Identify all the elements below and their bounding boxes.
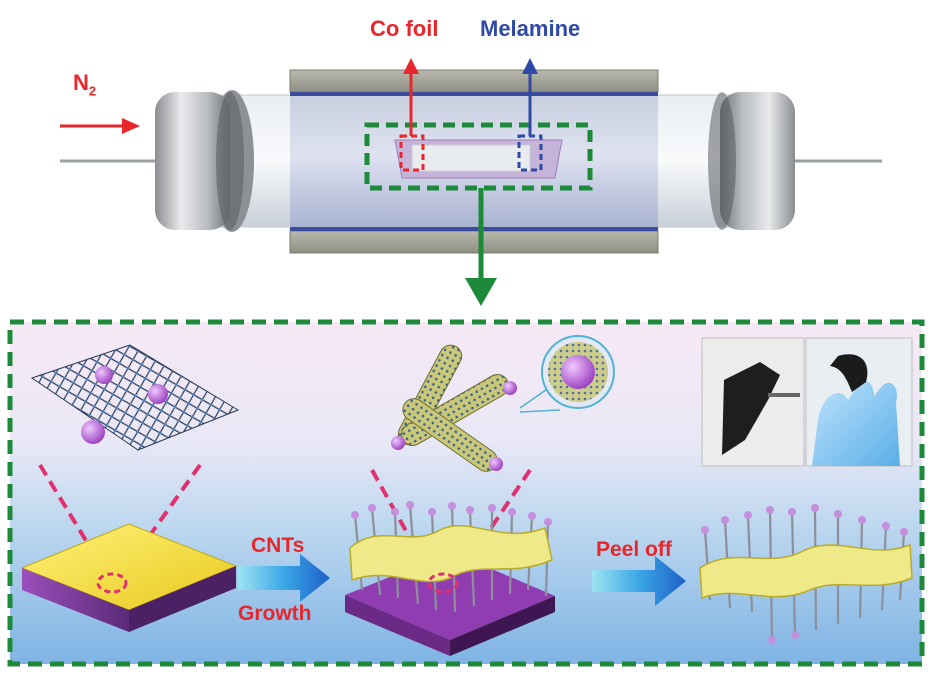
bottom-plate-edge — [290, 227, 658, 231]
growth-label: Growth — [238, 602, 312, 625]
gloved-hand-photo-icon — [805, 337, 913, 467]
peel-off-label: Peel off — [596, 538, 672, 561]
gas-inflow-arrow-head — [122, 118, 140, 134]
tube-furnace — [60, 58, 882, 306]
growth-arrow — [238, 554, 330, 602]
nanoparticle-cluster — [81, 366, 168, 444]
free-standing-cnt-film — [699, 504, 913, 644]
melamine-pointer-head — [522, 58, 538, 74]
zoom-arrow-head — [465, 278, 497, 306]
top-plate-edge — [290, 92, 658, 96]
zoom-line-left-a — [38, 463, 112, 582]
cnt-forest-substrate — [345, 501, 555, 656]
bottom-heater-plate — [289, 230, 659, 254]
co-foil-pointer-head — [403, 58, 419, 74]
sample-strip — [411, 144, 531, 172]
panel-border — [7, 319, 925, 667]
zone-highlight-box — [364, 122, 593, 191]
right-end-cap — [720, 92, 795, 230]
substrate-side-left — [22, 568, 129, 632]
gas-subscript: 2 — [88, 83, 97, 99]
melamine-derived-layer — [349, 525, 553, 583]
peel-off-arrow — [592, 556, 686, 606]
substrate-side-right — [129, 566, 236, 632]
cnts-label: CNTs — [251, 534, 305, 557]
flexible-film-photo-icon — [701, 337, 805, 467]
cnt-bundle — [391, 344, 517, 472]
melamine-label: Melamine — [480, 16, 581, 41]
process-panel — [7, 319, 925, 667]
top-heater-plate — [289, 69, 659, 93]
gas-label: N2 — [73, 70, 97, 99]
co-nanoparticle-mesh — [30, 344, 240, 451]
zoom-spot — [96, 572, 128, 594]
left-end-cap — [155, 92, 230, 230]
co-foil-label: Co foil — [370, 16, 439, 41]
coated-substrate — [20, 523, 238, 632]
